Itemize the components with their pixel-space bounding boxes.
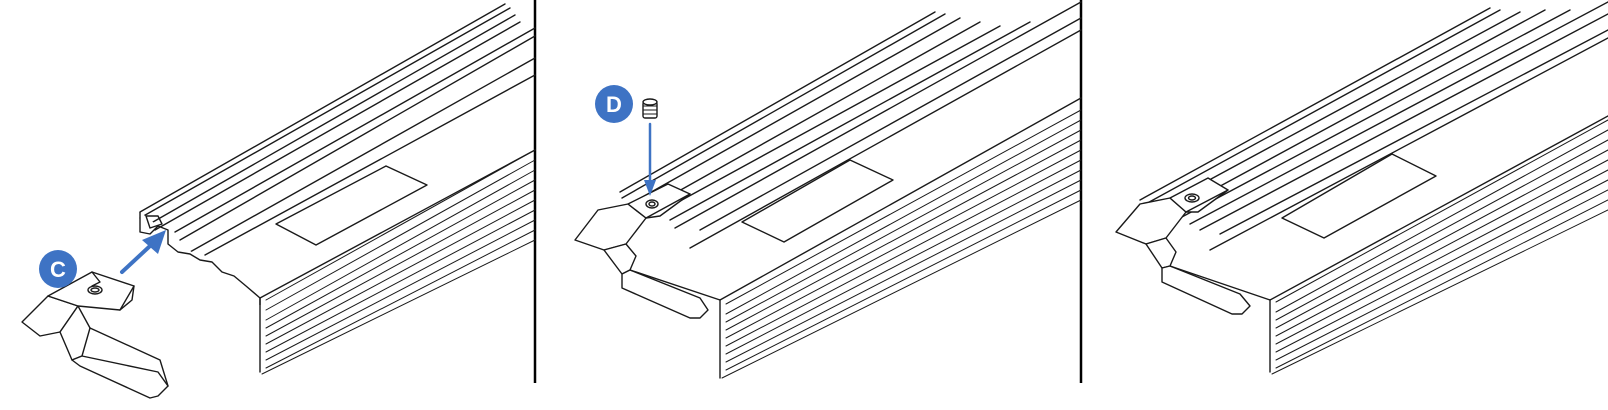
ribbed-nose-face [1271, 119, 1608, 375]
profile-top-rails [619, 1, 1082, 301]
panel-3 [1115, 1, 1608, 375]
set-screw [642, 98, 658, 119]
label-window [741, 159, 894, 243]
end-cap-installed [574, 183, 721, 319]
end-cap-piece [21, 271, 169, 399]
profile-end-section [139, 212, 261, 305]
ribbed-nose-face [261, 149, 536, 375]
ribbed-nose-face [721, 109, 1082, 379]
label-window [1281, 153, 1437, 239]
insert-arrow [120, 230, 166, 274]
label-window [275, 165, 428, 246]
panel-1: C [21, 3, 536, 399]
callout-d-label: D [606, 92, 622, 117]
insert-arrow [644, 122, 656, 196]
callout-c-label: C [50, 257, 66, 282]
profile-top-rails [1139, 1, 1608, 301]
panel-2: D [574, 1, 1082, 379]
callout-d: D [595, 85, 633, 123]
end-cap-installed [1115, 177, 1271, 315]
callout-c: C [39, 250, 77, 288]
set-screw-installed [1184, 193, 1200, 203]
profile-top-rails [139, 3, 536, 299]
